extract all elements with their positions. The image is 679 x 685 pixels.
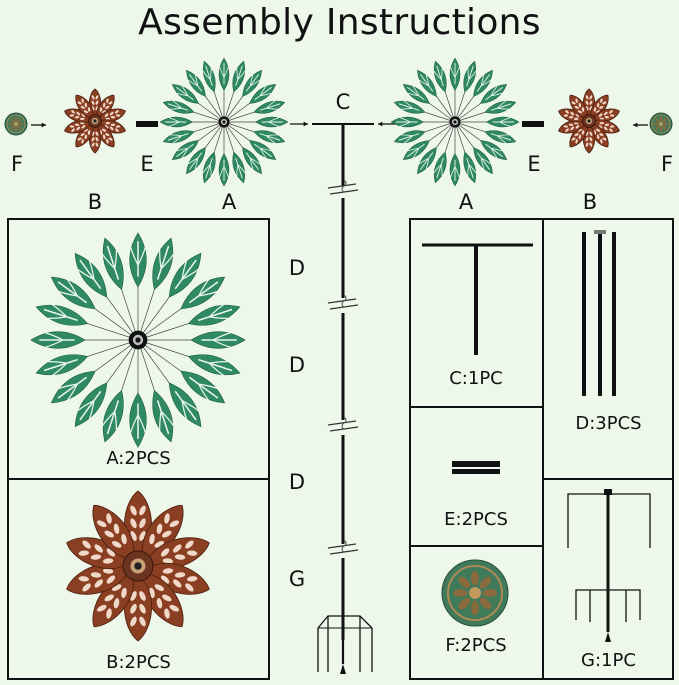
- green-petal: [450, 58, 460, 90]
- green-petal: [219, 154, 229, 186]
- green-petal: [256, 117, 288, 127]
- caption-a: A:2PCS: [7, 448, 270, 469]
- arrow-f-to-b-left-head: [42, 123, 46, 128]
- caption-b: B:2PCS: [7, 652, 270, 673]
- caption-d: D:3PCS: [543, 413, 674, 434]
- arrow-f-to-b-right-head: [633, 123, 637, 128]
- label-f-right: F: [652, 152, 679, 176]
- part-f-right-icon: [650, 113, 672, 135]
- green-petal: [160, 117, 192, 127]
- part-a-left-icon: [160, 58, 288, 186]
- part-e-left-icon: [136, 121, 158, 127]
- arrow-a-to-c-right-head: [378, 122, 382, 127]
- right-panel-hdivider-1: [409, 406, 543, 408]
- part-e-right-icon: [522, 121, 544, 127]
- label-b-right: B: [575, 190, 605, 214]
- stake-g-tip: [340, 664, 346, 674]
- caption-f: F:2PCS: [409, 635, 543, 656]
- caption-c: C:1PC: [409, 368, 543, 389]
- green-petal: [487, 117, 519, 127]
- left-panel-divider: [7, 478, 270, 480]
- label-f-left: F: [2, 152, 32, 176]
- caption-e: E:2PCS: [409, 509, 543, 530]
- right-panel-vdivider: [542, 218, 544, 680]
- label-b-left: B: [80, 190, 110, 214]
- label-c-center: C: [328, 90, 358, 114]
- label-a-left: A: [214, 190, 244, 214]
- right-panel-hdivider-3: [542, 478, 674, 480]
- part-b-left-icon: [63, 89, 127, 153]
- part-b-right-icon: [557, 89, 621, 153]
- green-petal: [391, 117, 423, 127]
- label-e-left: E: [132, 152, 162, 176]
- label-g: G: [282, 567, 312, 591]
- label-d-1: D: [282, 256, 312, 280]
- label-d-3: D: [282, 470, 312, 494]
- arrow-a-to-c-left-head: [304, 122, 308, 127]
- part-a-right-icon: [391, 58, 519, 186]
- part-f-left-icon: [5, 113, 27, 135]
- label-a-right: A: [451, 190, 481, 214]
- green-petal: [450, 154, 460, 186]
- label-d-2: D: [282, 353, 312, 377]
- caption-g: G:1PC: [543, 650, 674, 671]
- label-e-right: E: [519, 152, 549, 176]
- stake-g-frame: [318, 616, 372, 628]
- green-petal: [219, 58, 229, 90]
- right-panel-hdivider-2: [409, 545, 543, 547]
